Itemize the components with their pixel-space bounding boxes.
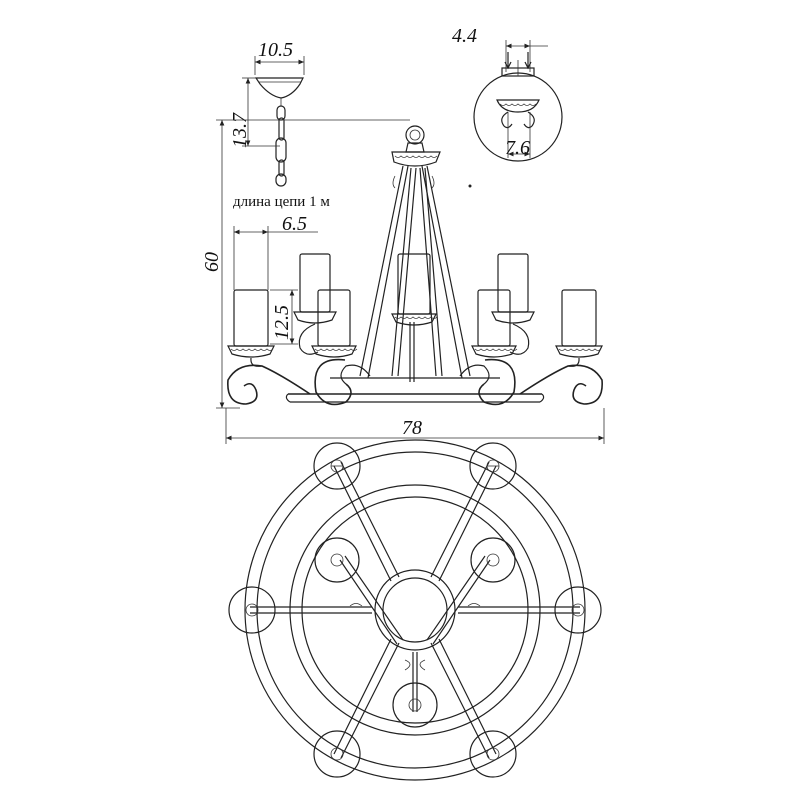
plan-disc-right [554,586,602,634]
candle-width-label: 6.5 [282,213,307,235]
mount-width-label: 4.4 [452,25,477,47]
canopy-width-label: 10.5 [258,39,293,61]
candle-height-label: 12.5 [271,305,293,340]
plan-disc-top-right [469,442,517,490]
plan-disc-bottom-left [313,730,361,778]
candle-far-right [555,289,603,367]
candle-front-left [311,289,358,358]
total-width-label: 78 [402,417,422,439]
total-height-label: 60 [201,252,223,272]
candle-front-right [471,289,518,358]
candle-back-left [293,253,337,355]
chain-length-note: длина цепи 1 м [233,194,330,210]
mount-detail: 4.4 7.6 [452,25,563,162]
plan-disc-left [228,586,276,634]
candle-back-right [491,253,535,355]
plan-disc-inner-left [314,537,360,583]
canopy-detail: 10.5 13.7 длина цепи 1 м [229,39,330,210]
plan-disc-inner-bottom [392,682,438,728]
candle-center [391,253,438,326]
hook-width-label: 7.6 [505,137,530,159]
candle-far-left [227,289,275,367]
plan-disc-inner-right [470,537,516,583]
canopy-height-label: 13.7 [229,112,251,148]
plan-disc-bottom-right [469,730,517,778]
plan-view [228,439,602,781]
plan-disc-top-left [313,442,361,490]
front-elevation: 60 6.5 12.5 [201,119,605,444]
